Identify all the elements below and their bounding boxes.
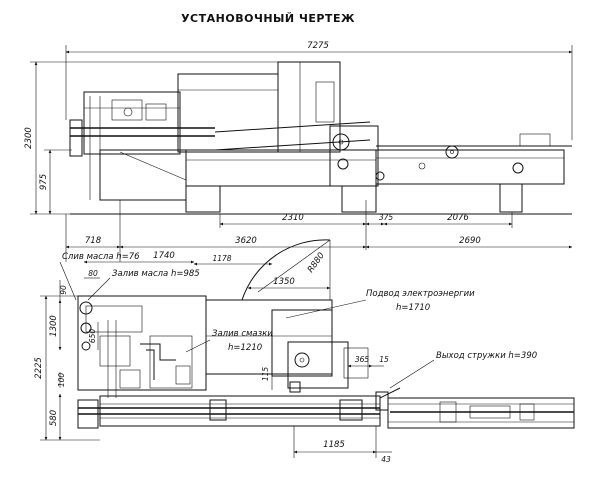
dim-2300: 2300 (24, 127, 34, 149)
dim-580: 580 (49, 410, 59, 426)
dim-115: 115 (261, 367, 270, 382)
dim-90: 90 (59, 285, 68, 295)
dim-975: 975 (39, 174, 49, 190)
dim-r880: R880 (306, 251, 327, 275)
dim-7275: 7275 (307, 41, 329, 51)
label-oil-fill: Залив масла h=985 (112, 269, 200, 279)
label-power-supply: Подвод электроэнергии (366, 289, 475, 299)
drawing-title: УСТАНОВОЧНЫЙ ЧЕРТЕЖ (181, 12, 355, 25)
dim-1300: 1300 (49, 315, 59, 337)
dim-2225: 2225 (34, 357, 44, 379)
dim-100: 100 (57, 373, 66, 388)
label-oil-drain: Слив масла h=76 (62, 252, 140, 262)
dim-2690: 2690 (459, 236, 481, 246)
dim-375: 375 (379, 213, 394, 222)
label-power-height: h=1710 (396, 303, 430, 313)
dim-718: 718 (85, 236, 102, 246)
dim-1185: 1185 (323, 440, 345, 450)
plan-view: 1740 1178 80 Слив масла h=76 Залив масла… (34, 239, 575, 464)
dim-1350: 1350 (273, 277, 295, 287)
dim-15: 15 (379, 355, 389, 364)
label-grease-fill: Залив смазки (212, 329, 273, 339)
dim-365: 365 (355, 355, 370, 364)
dim-2076: 2076 (447, 213, 469, 223)
dim-650: 650 (88, 329, 97, 344)
dim-80: 80 (88, 269, 98, 278)
dim-1178: 1178 (212, 254, 231, 263)
dim-3620: 3620 (235, 236, 257, 246)
front-view: 7275 2300 975 (24, 41, 573, 262)
dim-43: 43 (381, 455, 391, 464)
dim-2310: 2310 (282, 213, 304, 223)
dim-1740: 1740 (153, 251, 175, 261)
label-grease-height: h=1210 (228, 343, 262, 353)
label-chip-outlet: Выход стружки h=390 (436, 351, 537, 361)
